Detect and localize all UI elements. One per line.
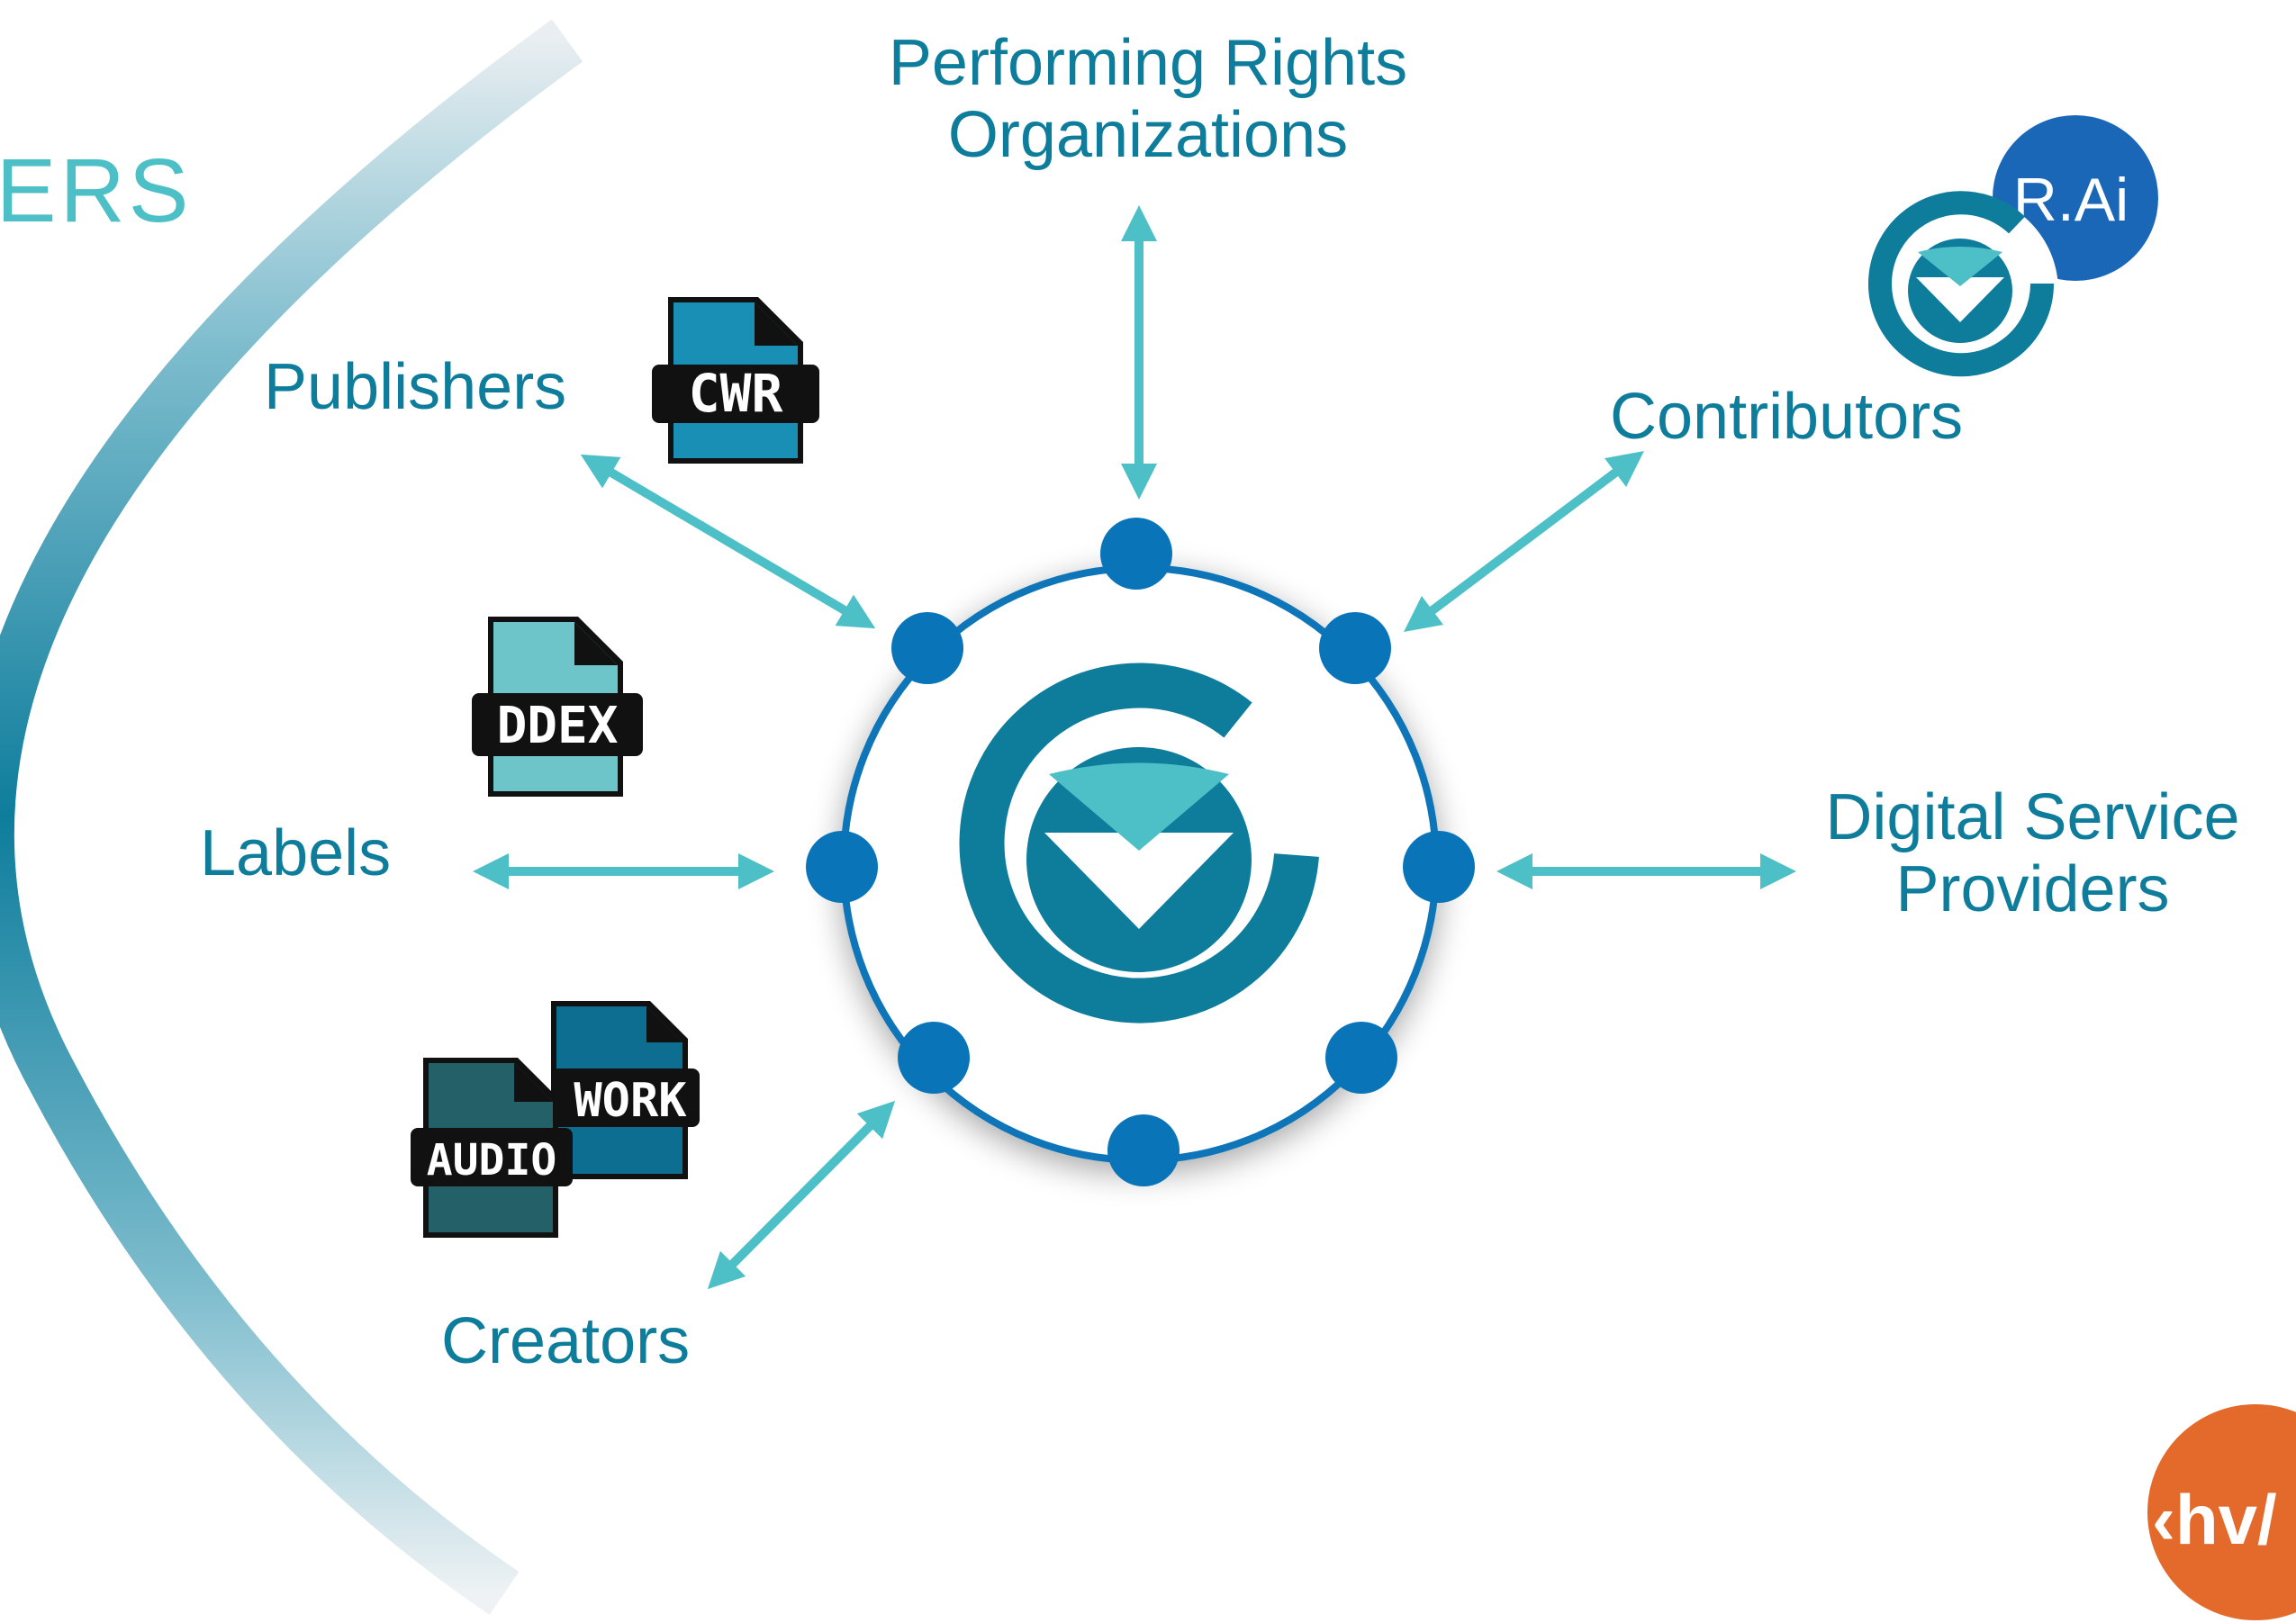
label-labels: Labels	[200, 817, 392, 889]
svg-text:CWR: CWR	[689, 363, 783, 424]
hub-node	[1100, 518, 1172, 590]
arrow-contributors	[1404, 450, 1644, 633]
label-creators: Creators	[441, 1305, 691, 1377]
hub-node	[1403, 831, 1475, 903]
audio-file-icon: AUDIO	[411, 1058, 573, 1238]
hub-node	[1325, 1022, 1397, 1094]
arrow-creators	[707, 1100, 896, 1290]
hv-logo: ‹hv/	[2147, 1404, 2296, 1620]
label-publishers: Publishers	[264, 351, 567, 423]
hub-node	[806, 831, 878, 903]
label-dsp: Digital Service Providers	[1810, 781, 2255, 925]
rai-logo: R.Ai	[1864, 115, 2158, 388]
label-dsp-line1: Digital Service	[1825, 781, 2240, 853]
owners-arc	[0, 19, 583, 1616]
label-pro: Performing Rights Organizations	[878, 27, 1418, 171]
ddex-file-icon: DDEX	[472, 617, 643, 797]
hub-node	[1107, 1114, 1180, 1186]
partial-title: IERS	[0, 140, 193, 241]
arrows	[473, 205, 1796, 1290]
svg-text:DDEX: DDEX	[497, 697, 619, 755]
arrow-publishers	[580, 454, 876, 629]
svg-text:R.Ai: R.Ai	[2013, 166, 2129, 234]
work-file-icon: WORK	[551, 1001, 700, 1179]
svg-text:AUDIO: AUDIO	[427, 1135, 557, 1186]
label-dsp-line2: Providers	[1895, 853, 2170, 925]
svg-text:‹hv/: ‹hv/	[2152, 1480, 2277, 1559]
center-logo-icon	[959, 663, 1319, 1023]
hub-node	[1319, 612, 1391, 684]
label-pro-line1: Performing Rights	[888, 27, 1408, 99]
owners-label: Owners	[50, 690, 108, 876]
hub-node	[898, 1022, 970, 1094]
hub-nodes	[806, 518, 1475, 1186]
label-pro-line2: Organizations	[947, 99, 1349, 171]
label-contributors: Contributors	[1610, 381, 1964, 453]
svg-text:WORK: WORK	[574, 1074, 687, 1128]
hub-node	[891, 612, 963, 684]
cwr-file-icon: CWR	[652, 297, 819, 464]
